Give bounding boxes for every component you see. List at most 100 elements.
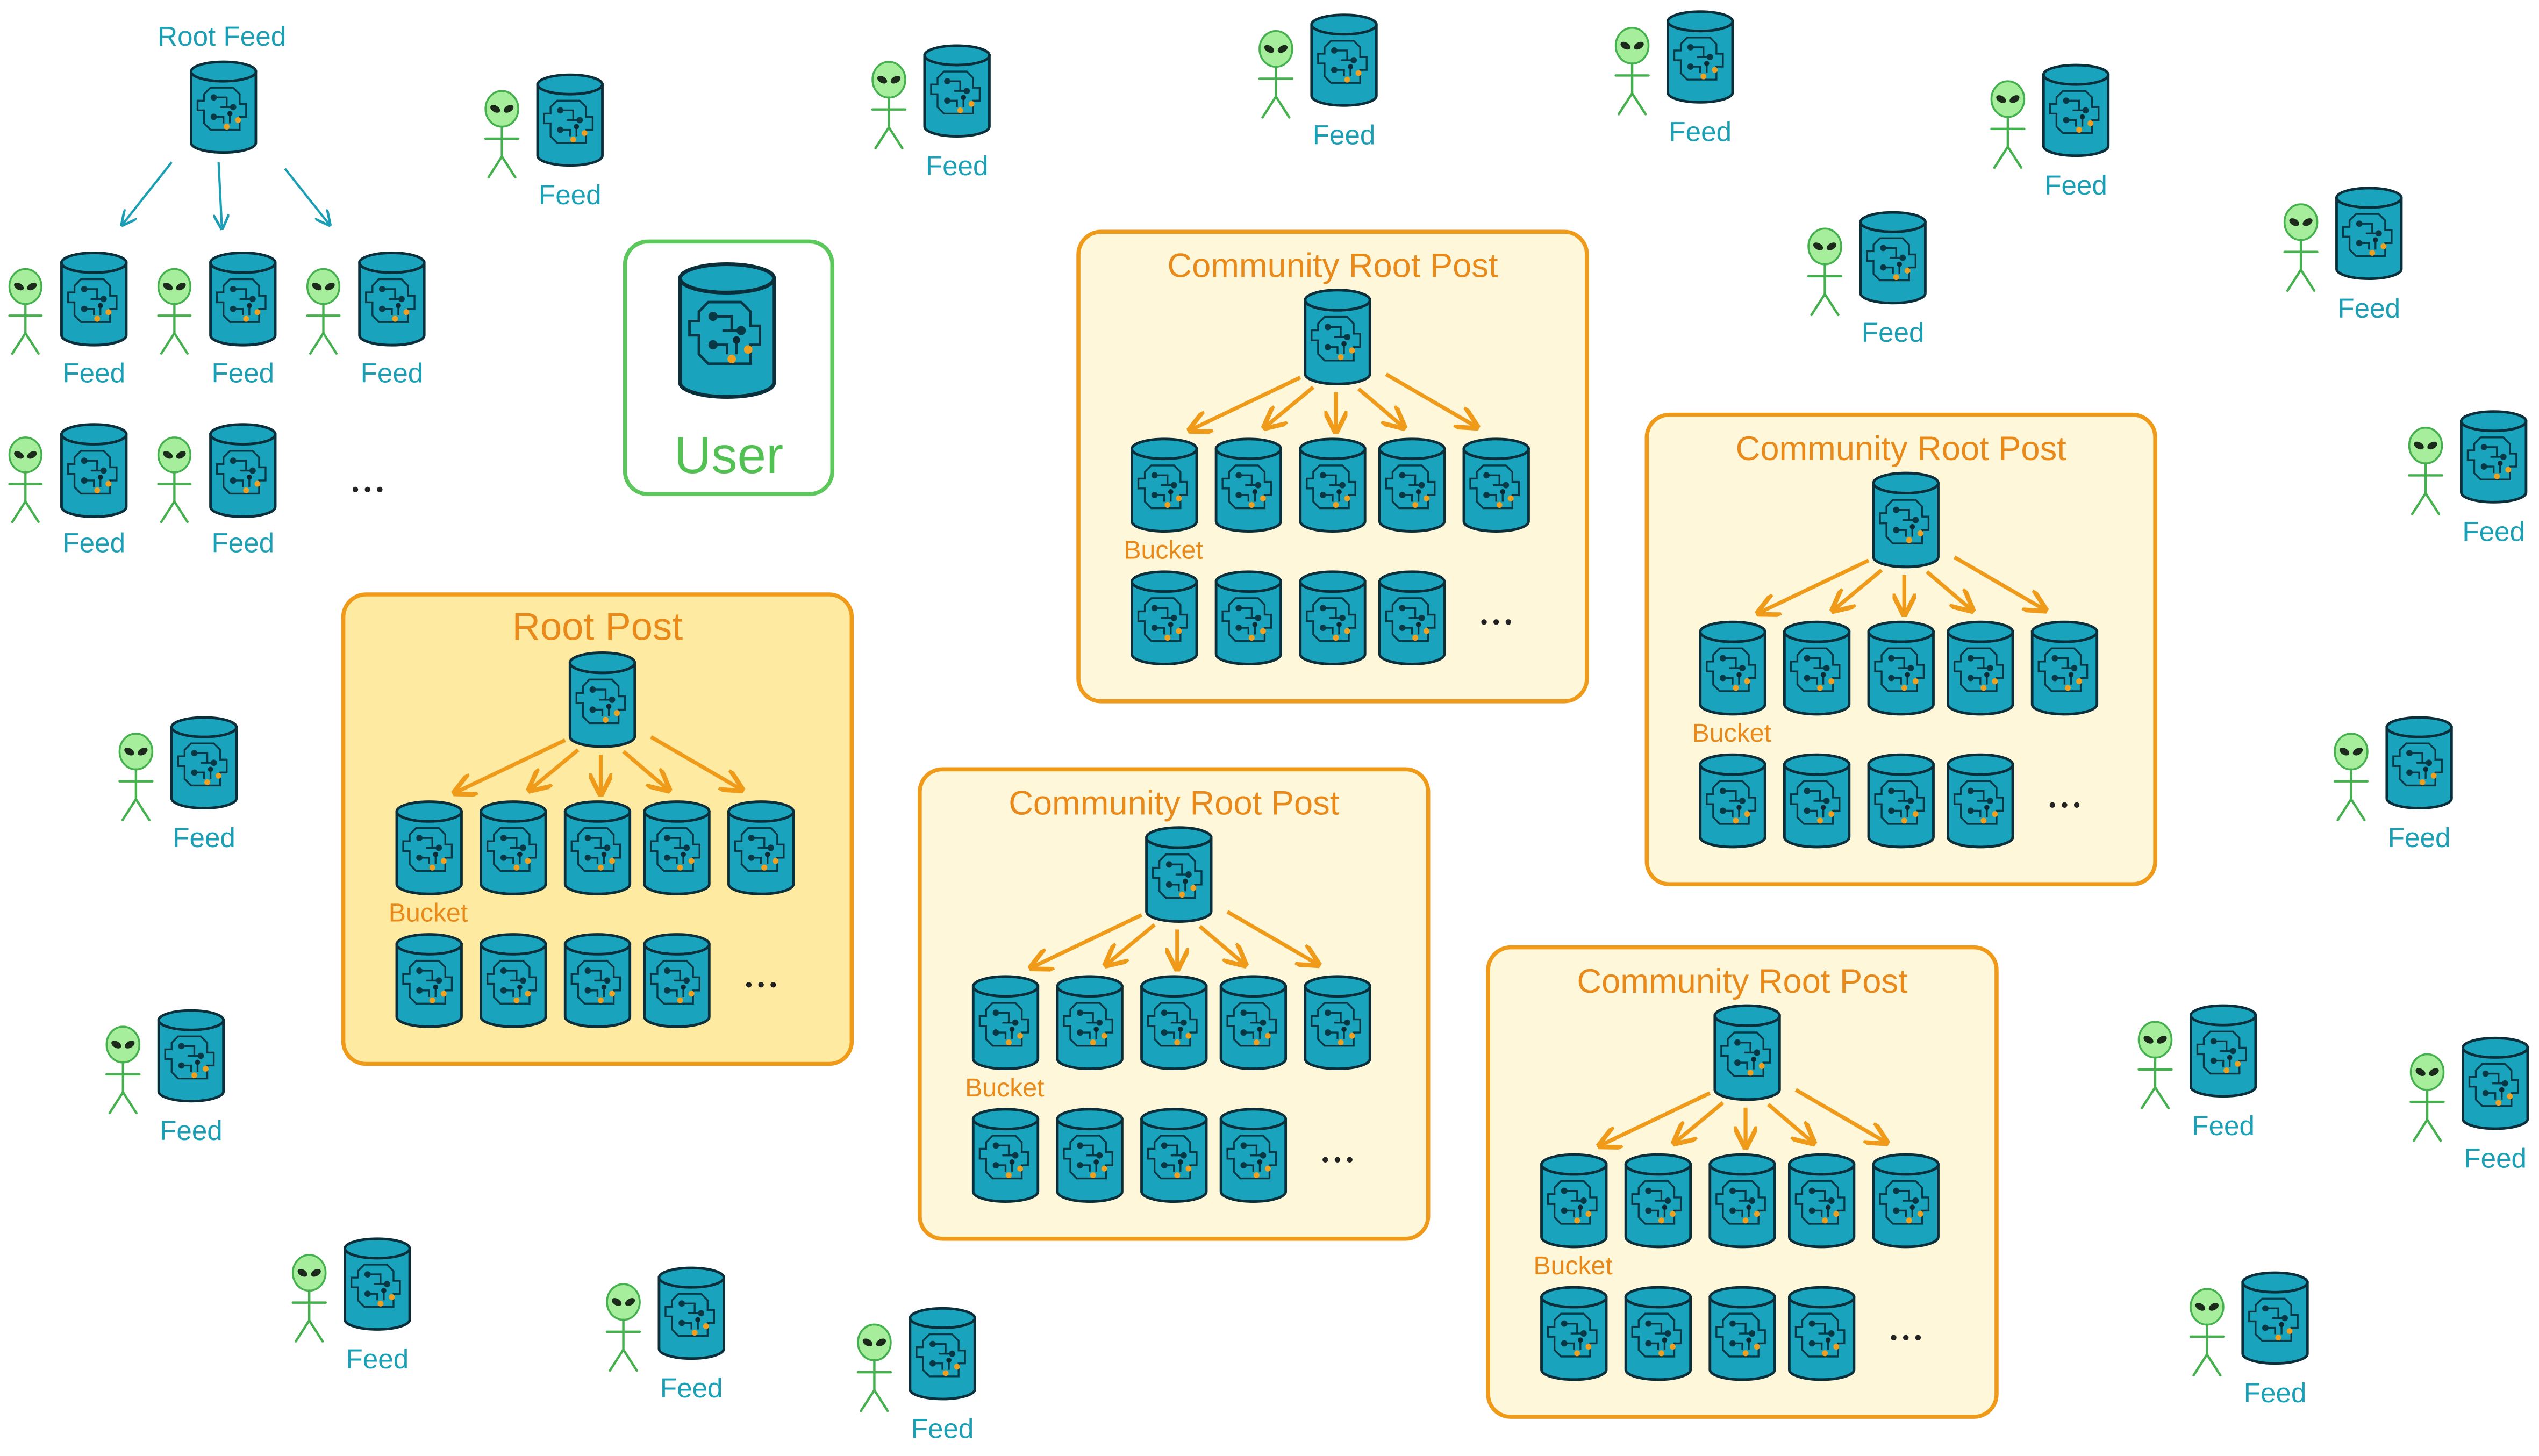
root-feed-group: Root Feed Feed Feed Feed Feed Feed — [8, 21, 426, 558]
more-buckets-ellipsis: • • • — [1890, 1326, 1921, 1349]
bucket-database-icon — [1699, 620, 1766, 716]
database-icon — [1310, 13, 1378, 107]
alien-icon — [1990, 80, 2026, 169]
alien-icon — [856, 1323, 892, 1412]
feed-node: Feed — [605, 1266, 725, 1403]
database-icon — [358, 251, 426, 347]
bucket-database-icon — [1947, 620, 2014, 716]
bucket-database-icon — [563, 933, 632, 1028]
user-label: User — [674, 427, 783, 484]
feed-label: Feed — [2388, 822, 2451, 853]
bucket-database-icon — [1947, 753, 2014, 849]
arrow — [284, 168, 328, 224]
post-box-title: Community Root Post — [1167, 247, 1498, 285]
feed-node: Feed — [105, 1009, 225, 1146]
feed-node: Feed — [2333, 716, 2453, 853]
database-icon — [60, 251, 128, 347]
bucket-database-icon — [1056, 975, 1124, 1071]
database-icon — [170, 716, 238, 810]
alien-icon — [2409, 1053, 2445, 1142]
database-icon — [657, 1266, 725, 1360]
feed-label: Feed — [2462, 517, 2525, 547]
alien-icon — [2333, 733, 2369, 821]
feed-label: Feed — [1313, 120, 1376, 150]
arrow — [1033, 913, 1143, 966]
arrow — [1953, 555, 2044, 609]
feed-node: Feed — [2409, 1036, 2529, 1173]
bucket-database-icon — [1131, 437, 1198, 533]
feed-label: Feed — [211, 357, 274, 388]
more-buckets-ellipsis: • • • — [746, 973, 777, 995]
feed-node: Feed — [2137, 1004, 2257, 1141]
alien-icon — [2137, 1021, 2173, 1110]
alien-icon — [2283, 203, 2319, 292]
root-feed-child: Feed — [8, 423, 128, 558]
feed-label: Feed — [660, 1373, 723, 1403]
arrow — [1192, 376, 1301, 429]
arrow — [1766, 1103, 1812, 1142]
more-buckets-ellipsis: • • • — [1481, 611, 1512, 633]
arrow — [1107, 923, 1156, 963]
bucket-database-icon — [1304, 975, 1371, 1071]
feed-node: Feed — [871, 44, 991, 181]
database-icon — [60, 423, 128, 518]
feed-node: Feed — [1258, 13, 1378, 150]
bucket-database-icon — [1214, 437, 1282, 533]
root-post-database-icon — [568, 651, 636, 748]
database-icon — [2385, 716, 2453, 810]
feed-label: Feed — [62, 357, 125, 388]
alien-icon — [157, 436, 192, 523]
feed-label: Feed — [2464, 1143, 2527, 1173]
bucket-database-icon — [1624, 1286, 1692, 1381]
bucket-database-icon — [971, 975, 1040, 1071]
feed-label: Feed — [1862, 317, 1925, 348]
arrow — [1601, 1091, 1711, 1145]
alien-icon — [118, 733, 154, 821]
post-box-title: Root Post — [512, 605, 683, 648]
root-post-database-icon — [1713, 1004, 1781, 1101]
bucket-database-icon — [1219, 1108, 1288, 1203]
root-feed-child: Feed — [157, 423, 277, 558]
alien-icon — [306, 268, 341, 355]
bucket-database-icon — [1299, 437, 1367, 533]
feed-label: Feed — [2192, 1110, 2255, 1141]
alien-icon — [484, 90, 520, 179]
feed-label: Feed — [539, 180, 602, 210]
database-icon — [909, 1307, 976, 1401]
alien-icon — [1807, 227, 1843, 317]
arrow — [456, 738, 566, 792]
database-icon — [2241, 1271, 2309, 1365]
arrow — [1357, 387, 1402, 426]
arrow — [1385, 372, 1475, 426]
arrow — [531, 748, 580, 788]
feed-node: Feed — [2408, 410, 2528, 547]
bucket-database-icon — [971, 1108, 1040, 1203]
bucket-database-icon — [1699, 753, 1766, 849]
arrow — [1835, 569, 1883, 609]
root-feed-child: Feed — [157, 251, 277, 388]
user-box: User — [623, 239, 834, 497]
bucket-database-icon — [563, 800, 632, 895]
post-box-title: Community Root Post — [1736, 430, 2067, 468]
more-buckets-ellipsis: • • • — [1322, 1148, 1353, 1170]
alien-icon — [605, 1283, 641, 1372]
database-icon — [1667, 10, 1734, 104]
user-database-icon — [678, 262, 776, 399]
bucket-database-icon — [1783, 620, 1851, 716]
arrow — [1226, 910, 1317, 963]
more-buckets-ellipsis: • • • — [2049, 794, 2080, 816]
bucket-database-icon — [1299, 570, 1367, 665]
alien-icon — [8, 436, 43, 523]
database-icon — [536, 73, 604, 167]
database-icon — [209, 251, 277, 347]
bucket-database-icon — [1872, 1153, 1940, 1249]
bucket-database-icon — [1056, 1108, 1124, 1203]
database-icon — [2335, 187, 2403, 281]
bucket-database-icon — [1708, 1286, 1776, 1381]
alien-icon — [157, 268, 192, 355]
bucket-database-icon — [727, 800, 795, 895]
bucket-label: Bucket — [1124, 536, 1203, 565]
